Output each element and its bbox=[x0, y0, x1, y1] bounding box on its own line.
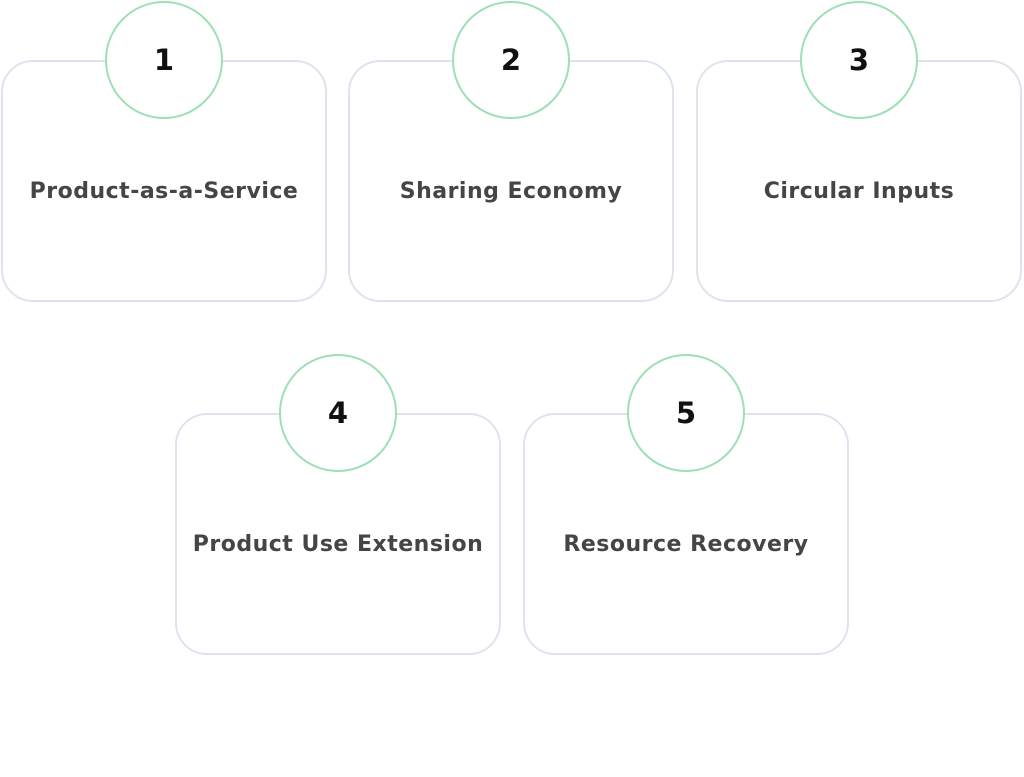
step-label-4: Product Use Extension bbox=[192, 532, 484, 557]
step-number-badge-1: 1 bbox=[105, 1, 223, 119]
step-number-badge-2: 2 bbox=[452, 1, 570, 119]
step-label-1: Product-as-a-Service bbox=[29, 179, 299, 204]
step-label-3: Circular Inputs bbox=[763, 179, 955, 204]
step-card-3: Circular Inputs bbox=[696, 60, 1022, 302]
step-number-badge-3: 3 bbox=[800, 1, 918, 119]
step-label-5: Resource Recovery bbox=[563, 532, 809, 557]
step-label-2: Sharing Economy bbox=[399, 179, 623, 204]
step-number-badge-4: 4 bbox=[279, 354, 397, 472]
step-number-badge-5: 5 bbox=[627, 354, 745, 472]
